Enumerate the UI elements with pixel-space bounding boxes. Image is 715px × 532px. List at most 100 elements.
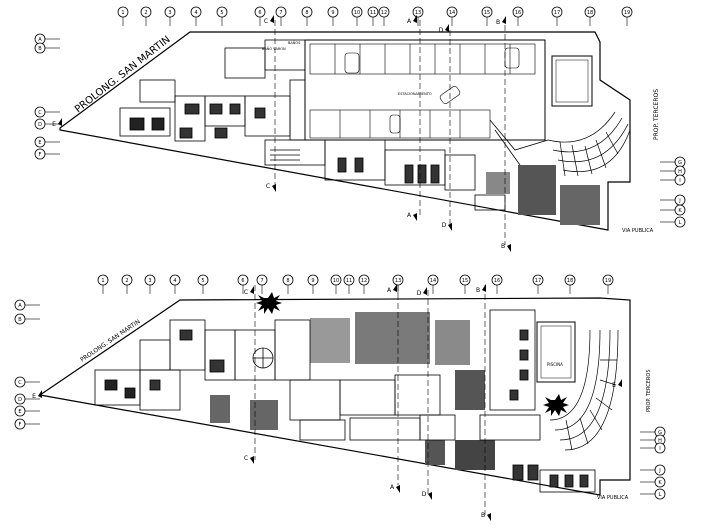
- svg-text:1: 1: [101, 278, 104, 284]
- svg-text:4: 4: [173, 278, 176, 284]
- svg-text:L: L: [659, 492, 662, 498]
- lower-street-label-top: PROLONG. SAN MARTIN: [79, 318, 142, 363]
- upper-floor-plan: [59, 20, 631, 245]
- upper-west-rooms: [119, 39, 306, 142]
- lower-floor-plan: [38, 285, 631, 515]
- svg-text:17: 17: [535, 278, 541, 284]
- grid-bubble-top: 13: [392, 274, 404, 294]
- grid-bubble-right: L: [660, 216, 686, 228]
- svg-text:1: 1: [121, 10, 124, 16]
- grid-bubble-right: I: [660, 174, 686, 186]
- grid-bubble-left: C: [34, 106, 60, 118]
- svg-text:13: 13: [415, 10, 421, 16]
- svg-text:B: B: [496, 19, 500, 26]
- grid-bubble-top: 10: [351, 6, 363, 26]
- upper-pool: [551, 55, 593, 107]
- section-marker: B: [496, 16, 506, 26]
- svg-text:A: A: [38, 37, 42, 43]
- lower-pool: [536, 321, 576, 383]
- grid-bubble-top: 19: [621, 6, 633, 26]
- grid-bubble-left: F: [34, 148, 60, 160]
- svg-text:19: 19: [624, 10, 630, 16]
- lower-center-rooms: [289, 309, 596, 493]
- svg-text:E: E: [52, 121, 56, 128]
- grid-bubble-top: 6: [237, 274, 249, 294]
- upper-room-label: BAÑO VARON: [262, 46, 286, 51]
- svg-text:H: H: [658, 438, 662, 444]
- grid-bubble-top: 18: [584, 6, 596, 26]
- upper-section-lines: [274, 20, 506, 245]
- grid-bubble-left: D: [34, 118, 60, 130]
- grid-bubble-top: 17: [532, 274, 544, 294]
- upper-site-outline: [59, 31, 631, 231]
- svg-text:10: 10: [333, 278, 339, 284]
- section-marker: C: [266, 183, 276, 192]
- grid-bubble-left: A: [34, 33, 60, 45]
- upper-main-block: [304, 39, 546, 141]
- grid-bubble-top: 12: [358, 274, 370, 294]
- upper-street-label-top: PROLONG. SAN MARTIN: [73, 34, 173, 115]
- svg-text:G: G: [658, 430, 662, 436]
- lower-hatched-areas: [210, 312, 495, 470]
- grid-bubble-top: 7: [256, 274, 268, 294]
- svg-text:C: C: [18, 380, 22, 386]
- section-marker: E: [612, 379, 622, 389]
- grid-bubble-top: 3: [144, 274, 156, 294]
- grid-bubble-top: 15: [459, 274, 471, 294]
- svg-text:C: C: [244, 289, 248, 296]
- svg-text:E: E: [32, 393, 36, 400]
- svg-text:F: F: [39, 152, 42, 158]
- grid-bubble-top: 11: [367, 6, 379, 26]
- section-marker: C: [264, 15, 274, 25]
- upper-street-label-right: PROP. TERCEROS: [653, 89, 660, 140]
- upper-hatched-areas: [486, 165, 600, 225]
- svg-text:L: L: [679, 220, 682, 226]
- grid-bubble-top: 2: [121, 274, 133, 294]
- lower-site-outline: [38, 297, 631, 496]
- svg-text:19: 19: [605, 278, 611, 284]
- grid-bubble-top: 16: [512, 6, 524, 26]
- grid-bubble-top: 4: [190, 6, 202, 26]
- svg-text:10: 10: [354, 10, 360, 16]
- section-marker: C: [244, 286, 254, 296]
- grid-bubble-right: L: [640, 488, 666, 500]
- svg-text:D: D: [422, 491, 427, 498]
- svg-text:12: 12: [381, 10, 387, 16]
- section-marker: D: [417, 287, 427, 297]
- svg-text:B: B: [38, 46, 42, 52]
- svg-text:E: E: [612, 382, 616, 389]
- upper-ramp: [489, 119, 549, 151]
- svg-text:D: D: [38, 122, 42, 128]
- grid-bubble-top: 10: [330, 274, 342, 294]
- svg-text:7: 7: [260, 278, 263, 284]
- section-marker: B: [481, 512, 491, 521]
- grid-bubble-right: K: [640, 476, 666, 488]
- svg-text:J: J: [678, 198, 680, 204]
- grid-bubble-top: 1: [97, 274, 109, 294]
- svg-text:E: E: [18, 409, 21, 415]
- grid-bubble-left: F: [14, 418, 40, 430]
- svg-text:B: B: [476, 287, 480, 294]
- svg-text:16: 16: [515, 10, 521, 16]
- grid-bubble-top: 18: [564, 274, 576, 294]
- svg-text:6: 6: [258, 10, 261, 16]
- svg-text:2: 2: [144, 10, 147, 16]
- grid-bubble-left: D: [14, 393, 40, 405]
- grid-bubble-top: 12: [378, 6, 390, 26]
- upper-room-label: ESTACIONAMIENTO: [398, 92, 432, 96]
- section-marker: D: [442, 222, 452, 231]
- grid-bubble-top: 5: [216, 6, 228, 26]
- svg-text:D: D: [439, 27, 444, 34]
- svg-text:5: 5: [220, 10, 223, 16]
- svg-text:13: 13: [395, 278, 401, 284]
- svg-text:C: C: [266, 183, 270, 190]
- lower-section-lines: [254, 285, 486, 515]
- grid-bubble-top: 3: [164, 6, 176, 26]
- svg-text:8: 8: [286, 278, 289, 284]
- grid-bubble-top: 1: [117, 6, 129, 26]
- grid-bubble-top: 15: [481, 6, 493, 26]
- svg-text:2: 2: [125, 278, 128, 284]
- section-marker: E: [52, 118, 62, 128]
- lower-curved-seating: [549, 329, 619, 451]
